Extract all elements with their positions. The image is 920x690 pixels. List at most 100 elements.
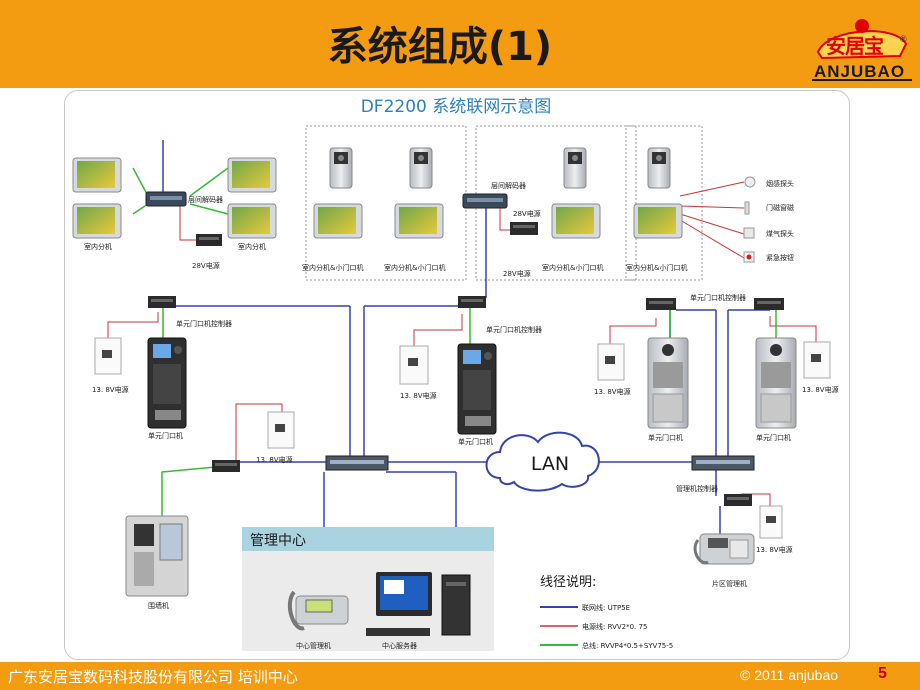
unit-door-stations: [147, 337, 797, 435]
management-center-label: 管理中心: [250, 533, 306, 549]
building-box-2: [475, 125, 637, 281]
power-supply-28v-center: [510, 222, 538, 235]
footer-copyright: © 2011 anjubao: [740, 667, 839, 683]
indoor-monitor: [72, 203, 122, 239]
page-number: 5: [878, 665, 887, 682]
unit-door-controller-label: 单元门口机控制器: [176, 319, 232, 328]
smoke-detector-label: 烟感探头: [766, 179, 794, 188]
power-supply-28v-left: [196, 234, 222, 246]
anjubao-logo: 安居宝 ® ANJUBAO: [808, 14, 916, 84]
area-manager-label: 片区管理机: [712, 579, 747, 588]
indoor-monitor: [394, 203, 444, 239]
power-13-8v-label: 13. 8V电源: [802, 385, 839, 394]
power-supply-13-8v: [267, 411, 295, 449]
controllers: [148, 296, 784, 310]
slide-title: 系统组成(1): [327, 24, 553, 70]
area-manager-console: [693, 533, 755, 565]
building-box-3: [625, 125, 703, 281]
power-13-8v-label: 13. 8V电源: [92, 385, 129, 394]
lan-cloud: [485, 431, 600, 492]
center-manager-phone: [287, 590, 349, 631]
power-supply-13-8v: [399, 345, 429, 385]
power-supplies-13-8v: [94, 337, 831, 539]
floor-decoder-label: 层间解码器: [491, 181, 526, 190]
indoor-monitor: [313, 203, 363, 239]
footer-company: 广东安居宝数码科技股份有限公司 培训中心: [8, 668, 298, 686]
unit-door-controller-label: 单元门口机控制器: [486, 325, 542, 334]
main-switch: [325, 455, 389, 471]
power-28v-label: 28V电源: [503, 269, 531, 278]
management-center-band: [242, 527, 494, 551]
power-supply-13-8v: [597, 343, 625, 381]
emergency-button-label: 紧急按钮: [766, 253, 794, 262]
gas-detector-label: 煤气探头: [766, 229, 794, 238]
logo-graphic: [812, 19, 912, 81]
legend-title: 线径说明:: [540, 575, 596, 590]
unit-door-controller-label: 单元门口机控制器: [690, 293, 746, 302]
indoor-monitor: [72, 157, 122, 193]
small-door-station: [647, 147, 671, 189]
logo-en-text: ANJUBAO: [814, 62, 906, 81]
door-magnet-label: 门磁窗磁: [766, 203, 794, 212]
indoor-unit-door-label: 室内分机&小门口机: [542, 263, 603, 272]
center-server-computer: [366, 572, 471, 636]
manager-switch: [691, 455, 755, 471]
unit-door-station: [147, 337, 187, 429]
unit-door-station-label: 单元门口机: [648, 433, 683, 442]
indoor-monitor: [551, 203, 601, 239]
unit-door-station-label: 单元门口机: [756, 433, 791, 442]
unit-door-controller: [458, 296, 486, 308]
power-13-8v-label: 13. 8V电源: [400, 391, 437, 400]
gas-detector-icon: [743, 227, 755, 239]
indoor-unit-label: 室内分机: [84, 242, 112, 251]
network-hub-left: [212, 460, 240, 472]
indoor-unit-door-label: 室内分机&小门口机: [626, 263, 687, 272]
legend: 联网线: UTP5E 电源线: RVV2*0. 75 总线: RVVP4*0.5…: [540, 603, 673, 650]
power-supply-13-8v: [803, 341, 831, 379]
indoor-monitor-group-left: [72, 157, 277, 239]
power-13-8v-label: 13. 8V电源: [256, 455, 293, 464]
unit-door-station: [457, 343, 497, 435]
footer-bar: 广东安居宝数码科技股份有限公司 培训中心 © 2011 anjubao 5: [0, 662, 920, 690]
indoor-unit-label: 室内分机: [238, 242, 266, 251]
logo-registered-mark: ®: [900, 34, 907, 44]
indoor-unit-door-label: 室内分机&小门口机: [302, 263, 363, 272]
legend-network-label: 联网线: UTP5E: [582, 603, 630, 612]
fence-unit: [125, 515, 189, 597]
sensors: [743, 176, 756, 263]
diagram-title: DF2200 系统联网示意图: [361, 97, 552, 117]
manager-controller-label: 管理机控制器: [676, 484, 718, 493]
legend-power-label: 电源线: RVV2*0. 75: [582, 622, 647, 631]
unit-door-controller: [646, 298, 676, 310]
indoor-unit-door-label: 室内分机&小门口机: [384, 263, 445, 272]
lan-label: LAN: [531, 453, 569, 475]
unit-door-controller: [148, 296, 176, 308]
unit-door-station-label: 单元门口机: [458, 437, 493, 446]
unit-door-station-label: 单元门口机: [148, 431, 183, 440]
power-13-8v-label: 13. 8V电源: [594, 387, 631, 396]
indoor-monitor-group-middle: [313, 203, 683, 239]
floor-decoder-center: [462, 193, 508, 209]
logo-cn-text: 安居宝: [826, 34, 884, 58]
manager-controller: [724, 494, 752, 506]
unit-door-station: [755, 337, 797, 429]
network-diagram: DF2200 系统联网示意图: [72, 97, 839, 651]
power-supply-13-8v: [759, 505, 783, 539]
power-28v-label: 28V电源: [192, 261, 220, 270]
small-door-station: [329, 147, 353, 189]
fence-unit-label: 围墙机: [148, 601, 169, 610]
indoor-monitor: [227, 203, 277, 239]
floor-decoder-label: 层间解码器: [188, 195, 223, 204]
smoke-detector-icon: [744, 176, 756, 188]
small-door-stations: [329, 147, 671, 189]
unit-door-station: [647, 337, 689, 429]
floor-decoder-left: [145, 191, 187, 207]
small-door-station: [409, 147, 433, 189]
center-manager-label: 中心管理机: [296, 641, 331, 650]
power-13-8v-label: 13. 8V电源: [756, 545, 793, 554]
center-server-label: 中心服务器: [382, 641, 417, 650]
door-magnet-icon: [744, 201, 750, 215]
indoor-monitor: [227, 157, 277, 193]
small-door-station: [563, 147, 587, 189]
title-bar: 系统组成(1) 安居宝 ® ANJUBAO: [0, 0, 920, 88]
